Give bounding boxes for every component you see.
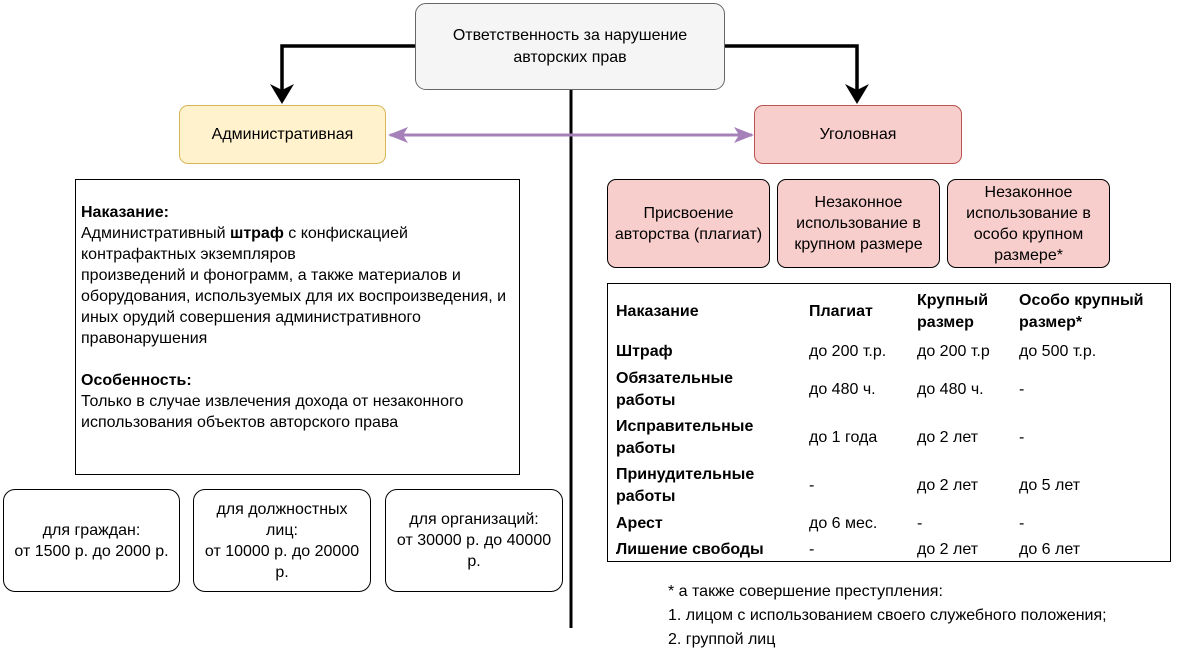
arrow-to-criminal: [725, 44, 859, 100]
table-cell: до 500 т.р.: [1019, 343, 1097, 360]
table-cell: до 1 года: [809, 429, 878, 446]
table-cell: до 200 т.р: [917, 343, 990, 360]
fine-amount: от 1500 р. до 2000 р.: [14, 542, 169, 560]
criminal-type-label: Присвоение авторства (плагиат): [614, 204, 763, 243]
criminal-label: Уголовная: [819, 125, 897, 143]
table-cell: до 6 лет: [1019, 541, 1081, 558]
criminal-type-label: Незаконное использование в особо крупном…: [966, 183, 1091, 264]
table-header-large: Крупный размер: [917, 292, 989, 331]
table-cell: до 2 лет: [917, 477, 979, 494]
footnote-line: 2. группой лиц: [668, 631, 776, 648]
footnote-line: 1. лицом с использованием своего служебн…: [668, 607, 1107, 624]
table-cell: до 480 ч.: [809, 381, 876, 398]
table-cell: до 480 ч.: [917, 381, 984, 398]
table-cell: до 5 лет: [1019, 477, 1081, 494]
table-cell: -: [1019, 381, 1025, 398]
fine-officials: для должностных лиц: от 10000 р. до 2000…: [193, 489, 371, 592]
punishment-heading: Наказание:: [81, 204, 169, 221]
footnote-line: * а также совершение преступления:: [668, 583, 943, 600]
fine-citizens: для граждан: от 1500 р. до 2000 р.: [3, 489, 180, 592]
table-cell: -: [1019, 429, 1025, 446]
table-row-label: Арест: [616, 515, 663, 532]
admin-node: Административная: [179, 105, 386, 164]
admin-description-box: Наказание: Административный штраф с конф…: [75, 179, 520, 475]
fine-amount: от 30000 р. до 40000 р.: [396, 532, 552, 570]
table-cell: -: [1019, 515, 1025, 532]
feature-text: Только в случае извлечения дохода от нез…: [81, 393, 464, 431]
table-cell: до 2 лет: [917, 429, 979, 446]
punishment-text-line2: произведений и фонограмм, а также матери…: [81, 267, 507, 347]
punishment-text-post: с конфискацией контрафактных экземпляров: [81, 225, 408, 263]
table-row-label: Обязательные работы: [616, 370, 734, 409]
fine-who: для должностных лиц:: [216, 500, 348, 539]
arrow-to-admin: [280, 44, 415, 100]
table-row-label: Штраф: [616, 343, 673, 360]
root-node: Ответственность за нарушение авторских п…: [415, 3, 725, 90]
fine-organizations: для организаций: от 30000 р. до 40000 р.: [385, 489, 563, 592]
table-header-punishment: Наказание: [616, 303, 699, 320]
table-row-label: Лишение свободы: [616, 541, 764, 558]
punishment-table: Наказание Плагиат Крупный размер Особо к…: [607, 283, 1171, 562]
criminal-type-plagiarism: Присвоение авторства (плагиат): [607, 179, 770, 268]
punishment-text-bold: штраф: [229, 225, 284, 242]
table-cell: -: [917, 515, 923, 532]
fine-amount: от 10000 р. до 20000 р.: [204, 542, 360, 581]
table-row-label: Принудительные работы: [616, 466, 755, 505]
punishment-text-pre: Административный: [81, 225, 230, 242]
table-cell: -: [809, 541, 815, 558]
connector-lines: [270, 44, 869, 628]
criminal-type-large: Незаконное использование в крупном разме…: [777, 179, 940, 268]
table-header-plagiarism: Плагиат: [809, 303, 873, 320]
criminal-type-especially-large: Незаконное использование в особо крупном…: [947, 179, 1110, 268]
table-cell: до 200 т.р.: [809, 343, 887, 360]
table-cell: -: [809, 477, 815, 494]
root-label: Ответственность за нарушение авторских п…: [452, 26, 688, 66]
feature-heading: Особенность:: [81, 372, 192, 389]
admin-label: Административная: [211, 125, 354, 143]
criminal-type-label: Незаконное использование в крупном разме…: [794, 194, 923, 253]
fine-who: для организаций:: [409, 511, 539, 528]
table-cell: до 6 мес.: [809, 515, 878, 532]
footnote: * а также совершение преступления: 1. ли…: [668, 580, 1107, 652]
table-cell: до 2 лет: [917, 541, 979, 558]
table-header-especially-large: Особо крупный размер*: [1019, 292, 1144, 331]
criminal-node: Уголовная: [754, 105, 962, 164]
fine-who: для граждан:: [42, 521, 141, 539]
table-row-label: Исправительные работы: [616, 418, 754, 457]
